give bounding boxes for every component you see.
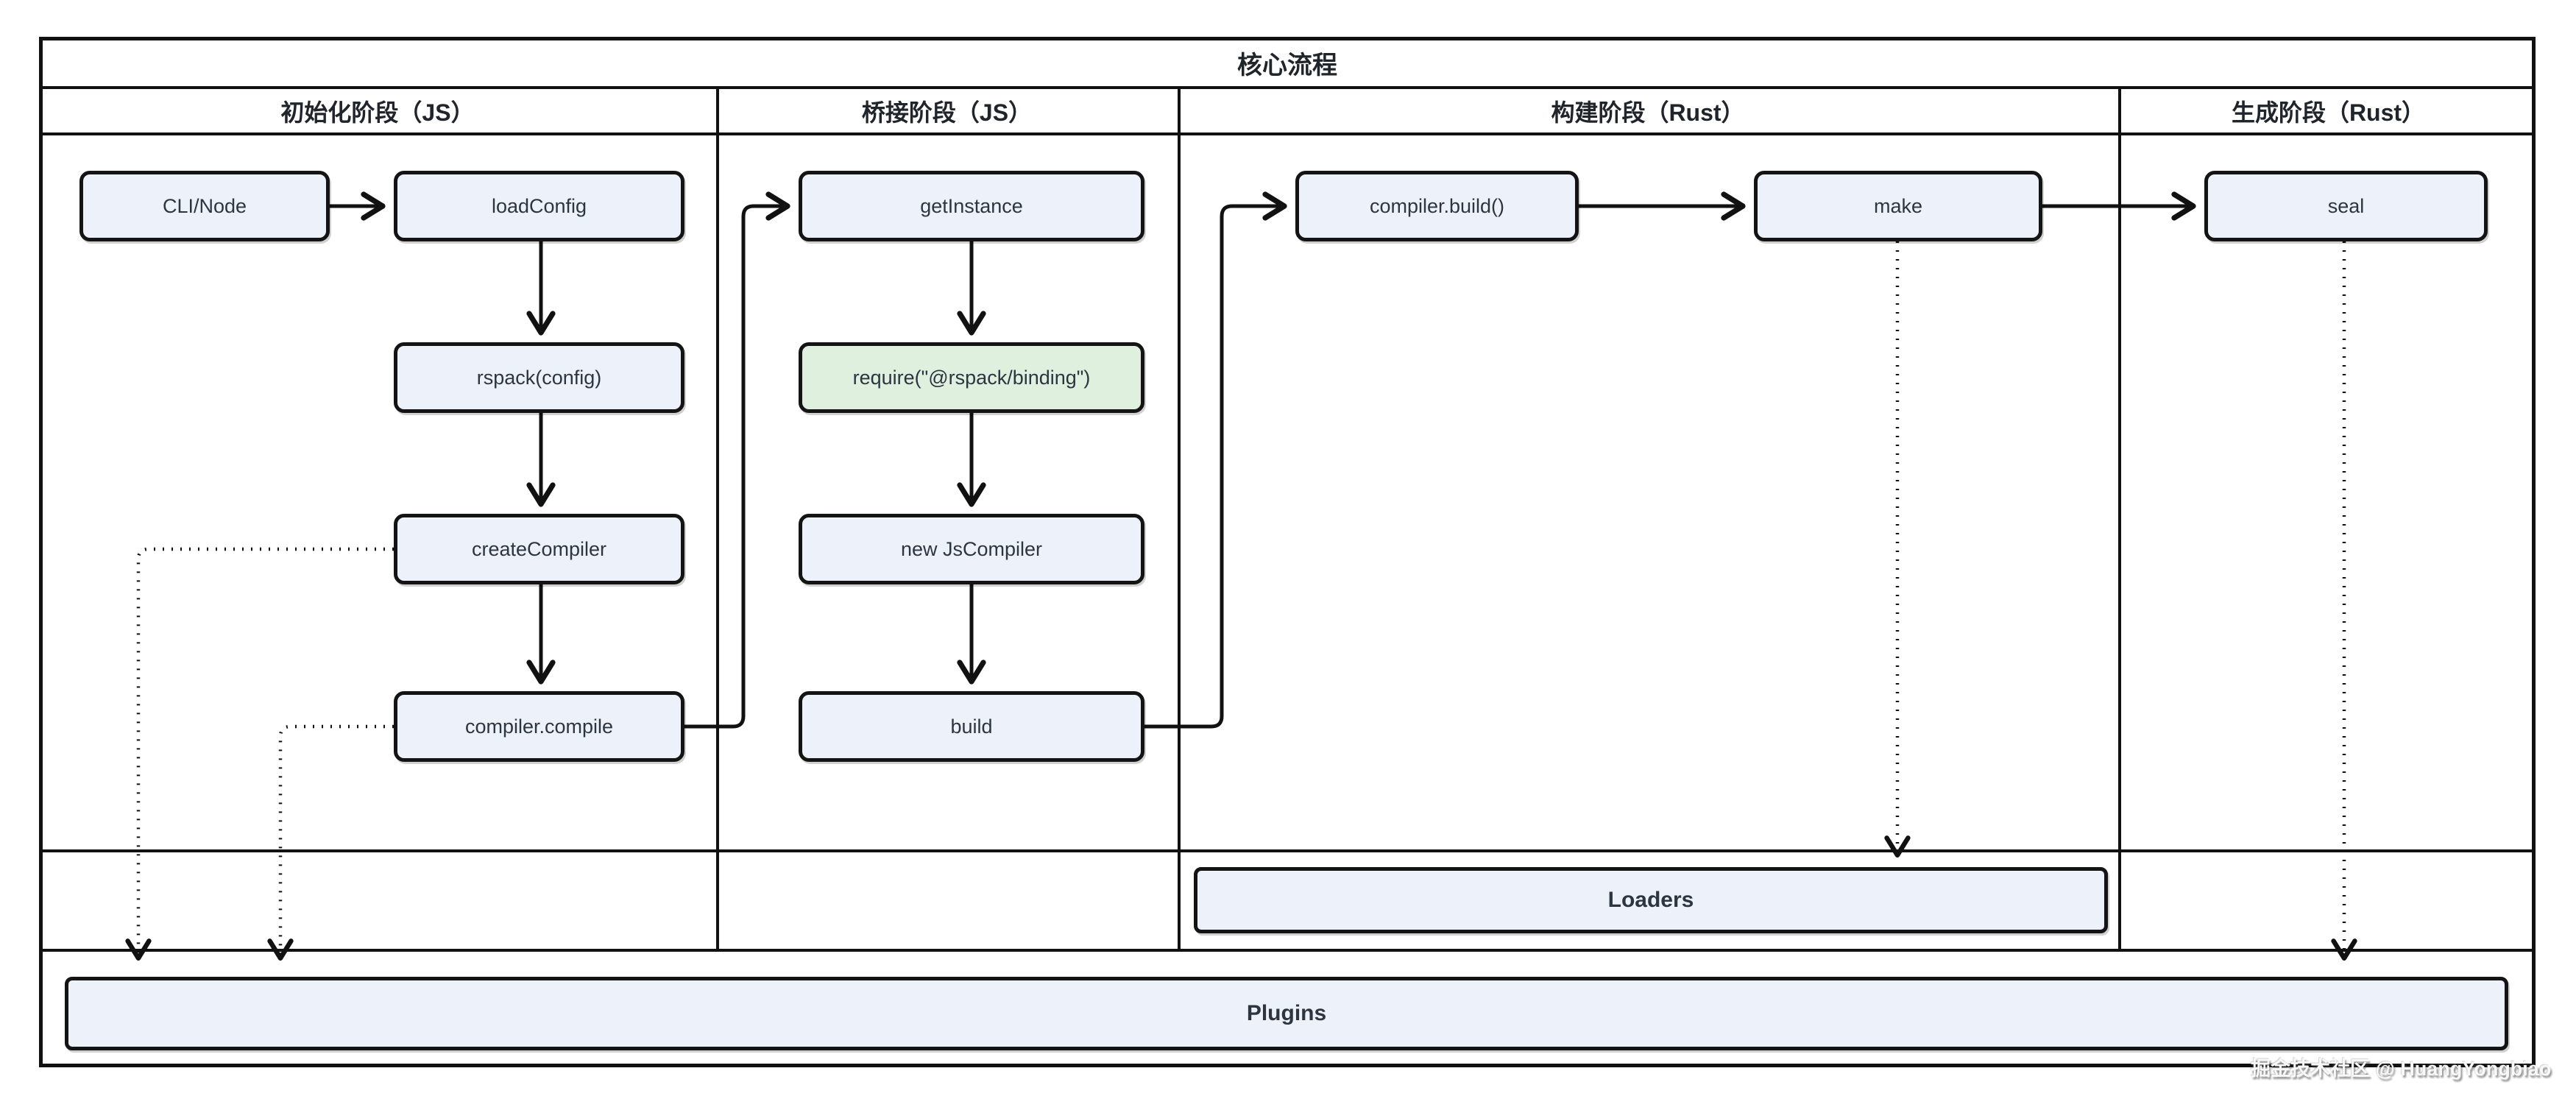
column-divider-1 — [716, 86, 719, 952]
node-require-binding: require("@rspack/binding") — [799, 342, 1144, 413]
column-header-bridge: 桥接阶段（JS） — [861, 99, 1033, 126]
diagram-outer-frame — [39, 37, 2536, 1067]
column-header-build: 构建阶段（Rust） — [1551, 99, 1745, 126]
node-cli-node: CLI/Node — [79, 171, 330, 241]
page-title: 核心流程 — [1237, 52, 1337, 79]
column-divider-2 — [1178, 86, 1181, 952]
node-rspack-config: rspack(config) — [394, 342, 684, 413]
node-plugins: Plugins — [65, 977, 2508, 1050]
column-header-generate: 生成阶段（Rust） — [2231, 99, 2426, 126]
node-build: build — [799, 691, 1144, 762]
node-make: make — [1754, 171, 2042, 241]
node-compiler-build: compiler.build() — [1295, 171, 1579, 241]
separator-under-title — [39, 86, 2536, 89]
node-seal: seal — [2204, 171, 2488, 241]
node-new-jscompiler: new JsCompiler — [799, 514, 1144, 584]
separator-below-loaders-row — [39, 949, 2536, 952]
column-header-init: 初始化阶段（JS） — [280, 99, 475, 126]
separator-under-headers — [39, 132, 2536, 135]
node-loaders: Loaders — [1194, 867, 2108, 933]
watermark: 掘金技术社区 @ HuangYongbiao — [2251, 1058, 2552, 1080]
node-get-instance: getInstance — [799, 171, 1144, 241]
node-load-config: loadConfig — [394, 171, 684, 241]
node-compiler-compile: compiler.compile — [394, 691, 684, 762]
node-create-compiler: createCompiler — [394, 514, 684, 584]
column-divider-3 — [2118, 86, 2121, 952]
separator-above-loaders-row — [39, 849, 2536, 852]
